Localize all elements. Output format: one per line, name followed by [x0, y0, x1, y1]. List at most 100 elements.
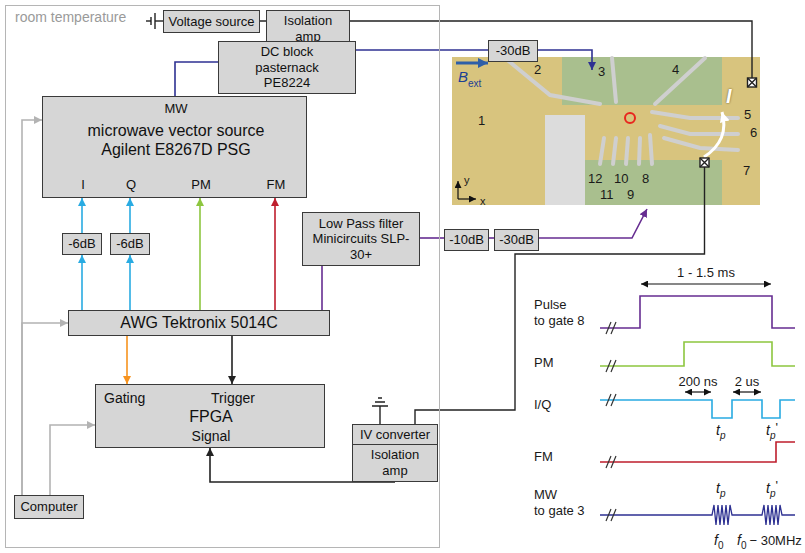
sample-chip: [655, 58, 705, 104]
port-label: Signal: [192, 428, 231, 445]
callout-number: 9: [627, 187, 634, 203]
timing-diagram: [600, 296, 795, 328]
frequency-label: f0: [714, 530, 723, 549]
bias-wire: [350, 21, 752, 78]
sample-chip: [505, 58, 738, 164]
callout-group: 6: [750, 122, 757, 141]
bias-wire: [155, 20, 163, 21]
sample-chip: [650, 135, 652, 164]
bias-wire: [379, 406, 380, 424]
timing-diagram: [600, 400, 795, 418]
field-label: B: [458, 68, 468, 86]
signal-connector: [22, 323, 68, 495]
duration-label: tp: [716, 478, 725, 497]
callout-number: 1: [478, 113, 485, 129]
callout-group: 9: [627, 184, 634, 203]
bias-wire: [700, 158, 709, 167]
timing-diagram: [606, 509, 616, 521]
signal-connector: [231, 336, 233, 384]
field-label: ext: [468, 78, 481, 90]
duration-label: ': [775, 420, 777, 436]
attenuator-box: -6dB: [110, 233, 150, 255]
frequency-label: 0: [741, 540, 747, 552]
dc-block-box: DC block pasternack PE8224: [218, 41, 356, 94]
callout-number: 12: [588, 171, 602, 187]
box-label: -6dB: [68, 236, 95, 252]
current-label: I: [726, 84, 732, 108]
signal-name: FM: [534, 449, 553, 465]
box-label: Voltage source: [168, 14, 254, 30]
axis-label: x: [480, 190, 486, 209]
gate-wire: [538, 209, 647, 238]
bias-wire: [700, 158, 709, 167]
box-label: DC block pasternack PE8224: [233, 44, 341, 91]
temperature-region: Voltage sourceIsolation ampDC block past…: [5, 5, 440, 548]
voltage-source-box: Voltage source: [163, 10, 260, 33]
port-label: Q: [126, 177, 136, 193]
box-label: Isolation amp: [271, 13, 345, 44]
sample-chip: [452, 57, 760, 205]
callout-group: 8: [642, 168, 649, 187]
bias-wire: [748, 78, 757, 87]
timing-diagram: [606, 456, 616, 468]
timing-diagram: [685, 391, 711, 392]
signal-name: to gate 8: [534, 313, 585, 329]
axis-label: y: [464, 174, 470, 187]
signal-connector: [81, 255, 83, 310]
frequency-label: − 30MHz: [749, 533, 801, 549]
bias-wire: [748, 78, 757, 87]
port-label: MW: [164, 101, 187, 117]
duration-label: p: [720, 488, 726, 500]
signal-connector: [321, 266, 323, 310]
signal-connector: [126, 336, 128, 384]
callout-number: 7: [743, 163, 750, 179]
bias-wire: [154, 13, 155, 29]
bias-wire: [372, 398, 388, 406]
sample-chip: [562, 160, 722, 205]
attenuator-box: -10dB: [444, 229, 489, 251]
filter-box: Low Pass filter Minicircuits SLP-30+: [302, 212, 420, 266]
timing-diagram: [600, 342, 795, 366]
computer-box: Computer: [14, 495, 84, 519]
field-label: Bext: [458, 67, 481, 86]
timing-diagram: [600, 284, 795, 525]
box-label: -6dB: [116, 236, 143, 252]
sample-chip: [660, 126, 738, 134]
timing-diagram: [606, 322, 616, 521]
signal-name: PM: [534, 355, 554, 371]
signal-name: to gate 3: [534, 500, 585, 519]
callout-group: 4: [672, 59, 679, 78]
sample-chip: [458, 198, 476, 199]
duration-label: 200 ns: [678, 374, 717, 390]
callout-number: 6: [750, 125, 757, 141]
sample-chip: [600, 138, 604, 164]
callout-number: 3: [598, 64, 605, 80]
frequency-label: f0− 30MHz: [737, 530, 802, 549]
callout-group: 1: [478, 110, 485, 129]
duration-label: p: [770, 488, 776, 500]
signal-name: I/Q: [534, 397, 551, 413]
frequency-label: f: [714, 532, 718, 549]
signal-connector: [199, 198, 201, 310]
signal-name: PM: [534, 352, 554, 371]
duration-label: t: [716, 422, 720, 439]
sample-chip: [704, 112, 724, 157]
timing-diagram: [733, 391, 761, 392]
port-label: PM: [191, 177, 211, 193]
gate-wire: [538, 50, 647, 238]
signal-connector: [129, 198, 131, 233]
callout-number: 8: [642, 171, 649, 187]
amplifier-box: Isolation amp: [352, 444, 438, 482]
box-label: microwave vector source Agilent E8267D P…: [74, 121, 278, 159]
box-label: -30dB: [496, 43, 531, 59]
box-label: -10dB: [449, 232, 484, 248]
callout-number: 11: [600, 187, 614, 203]
sample-chip: [612, 58, 616, 102]
axis-label: y: [464, 169, 470, 188]
box-label: IV converter: [360, 427, 430, 443]
axis-label: x: [480, 195, 486, 208]
timing-diagram: [600, 505, 795, 525]
signal-connector: [175, 62, 218, 96]
duration-label: p: [720, 430, 726, 442]
duration-label: 1 - 1.5 ms: [677, 265, 735, 281]
